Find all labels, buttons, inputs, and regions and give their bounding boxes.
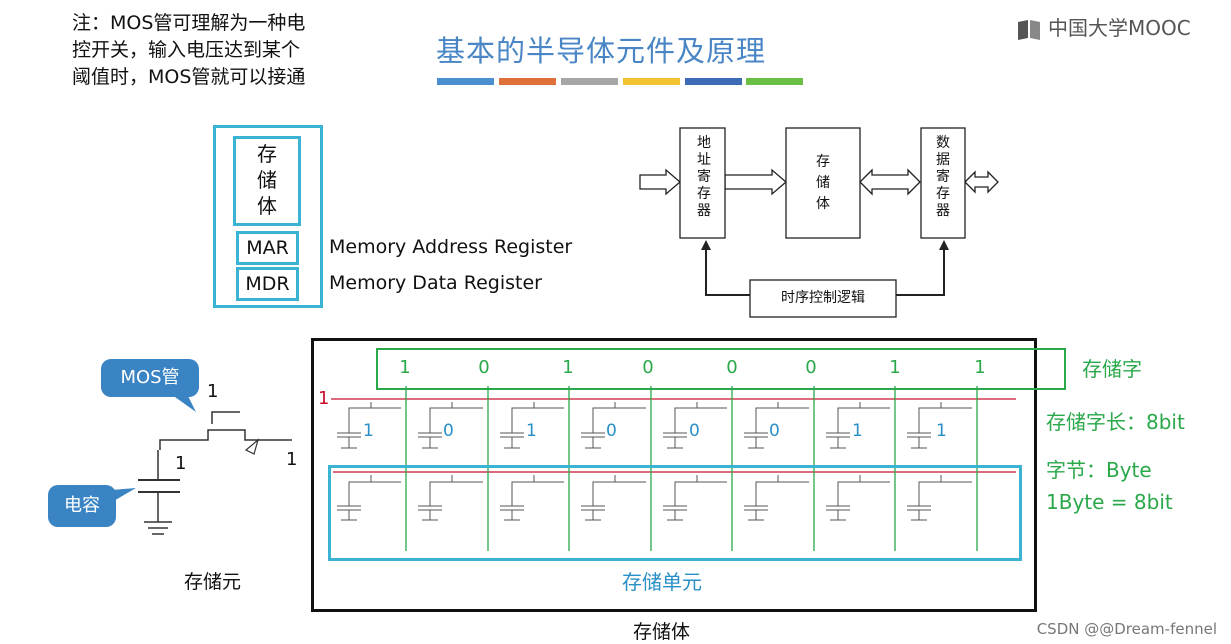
- mar-description: Memory Address Register: [329, 236, 573, 258]
- title-bar-segment: [437, 78, 494, 85]
- word-bit: 0: [478, 357, 490, 378]
- output-value: 1: [286, 449, 298, 470]
- word-bit: 0: [726, 357, 738, 378]
- storage-label: 存 储 体: [813, 152, 833, 215]
- note-line: 控开关，输入电压达到某个: [72, 39, 301, 61]
- storage-char: 储: [257, 168, 277, 192]
- mooc-logo[interactable]: 中国大学MOOC: [1016, 12, 1191, 42]
- cell-value: 0: [769, 421, 780, 441]
- address-register-char: 地: [697, 135, 711, 151]
- word-bit: 1: [889, 357, 901, 378]
- word-bit: 1: [399, 357, 411, 378]
- memory-block-diagram: [639, 127, 999, 318]
- mdr-box: MDR: [236, 267, 299, 301]
- cell-value: 0: [443, 421, 454, 441]
- array-grid: [331, 386, 1016, 551]
- cell-value: 1: [526, 421, 537, 441]
- storage-body-caption: 存储体: [633, 621, 691, 643]
- note-line: 注：MOS管可理解为一种电: [72, 12, 306, 34]
- storage-array: [311, 338, 1037, 612]
- timing-logic-label: 时序控制逻辑: [781, 290, 865, 306]
- title-bar-segment: [623, 78, 680, 85]
- storage-body-box: 存 储 体: [233, 136, 301, 226]
- word-bit: 0: [805, 357, 817, 378]
- storage-diagram-char: 储: [816, 175, 830, 191]
- word-bit: 1: [562, 357, 574, 378]
- mdr-description: Memory Data Register: [329, 272, 542, 294]
- storage-unit-label: 存储单元: [622, 570, 702, 594]
- watermark: CSDN @@Dream-fennel: [1036, 620, 1217, 638]
- storage-char: 体: [257, 194, 277, 218]
- byte-definition: 1Byte = 8bit: [1046, 490, 1173, 514]
- data-register-char: 数: [936, 135, 950, 151]
- address-register-label: 地 址 寄 存 器: [694, 135, 714, 220]
- data-register-char: 存: [936, 186, 950, 202]
- data-register-box: [920, 127, 966, 239]
- address-register-box: [679, 127, 726, 239]
- cell-value: 0: [689, 421, 700, 441]
- address-register-char: 存: [697, 186, 711, 202]
- address-register-char: 器: [697, 203, 711, 219]
- data-register-char: 据: [936, 152, 950, 168]
- storage-diagram-char: 体: [816, 196, 830, 212]
- gate-value: 1: [207, 381, 219, 402]
- note-text: 注：MOS管可理解为一种电 控开关，输入电压达到某个 阈值时，MOS管就可以接通: [72, 10, 305, 91]
- mooc-logo-icon: [1018, 19, 1040, 40]
- title-bar-segment: [561, 78, 618, 85]
- page-title: 基本的半导体元件及原理: [436, 34, 767, 68]
- capacitor-value: 1: [175, 453, 187, 474]
- mos-callout: MOS管: [101, 359, 199, 397]
- data-register-char: 器: [936, 203, 950, 219]
- storage-cell-diagram: [138, 411, 292, 535]
- title-bar-segment: [746, 78, 803, 85]
- memory-block: [213, 125, 323, 308]
- timing-logic-box: [749, 279, 897, 318]
- word-bit: 1: [974, 357, 986, 378]
- logo-text: 中国大学MOOC: [1048, 16, 1191, 40]
- word-bit: 0: [642, 357, 654, 378]
- address-register-char: 寄: [697, 169, 711, 185]
- mos-callout-pointer: [168, 392, 196, 412]
- word-length-label: 存储字长：8bit: [1046, 410, 1185, 434]
- data-register-label: 数 据 寄 存 器: [933, 135, 953, 220]
- byte-label: 字节：Byte: [1046, 458, 1152, 482]
- note-line: 阈值时，MOS管就可以接通: [72, 66, 306, 88]
- capacitor-callout: 电容: [48, 485, 116, 527]
- storage-word-box: [376, 348, 1066, 390]
- storage-cell-caption: 存储元: [184, 571, 242, 593]
- capacitor-callout-pointer: [112, 488, 136, 502]
- cell-value: 1: [363, 421, 374, 441]
- storage-char: 存: [257, 142, 277, 166]
- row-select-value: 1: [318, 388, 330, 409]
- storage-unit-box: [328, 465, 1022, 561]
- mar-box: MAR: [236, 231, 299, 265]
- cell-value: 1: [936, 421, 947, 441]
- title-bar-segment: [499, 78, 556, 85]
- storage-box: [785, 127, 861, 239]
- storage-word-label: 存储字: [1082, 357, 1142, 381]
- data-register-char: 寄: [936, 169, 950, 185]
- address-register-char: 址: [697, 152, 711, 168]
- storage-diagram-char: 存: [816, 154, 830, 170]
- cell-value: 0: [606, 421, 617, 441]
- cell-value: 1: [852, 421, 863, 441]
- title-bar-segment: [685, 78, 742, 85]
